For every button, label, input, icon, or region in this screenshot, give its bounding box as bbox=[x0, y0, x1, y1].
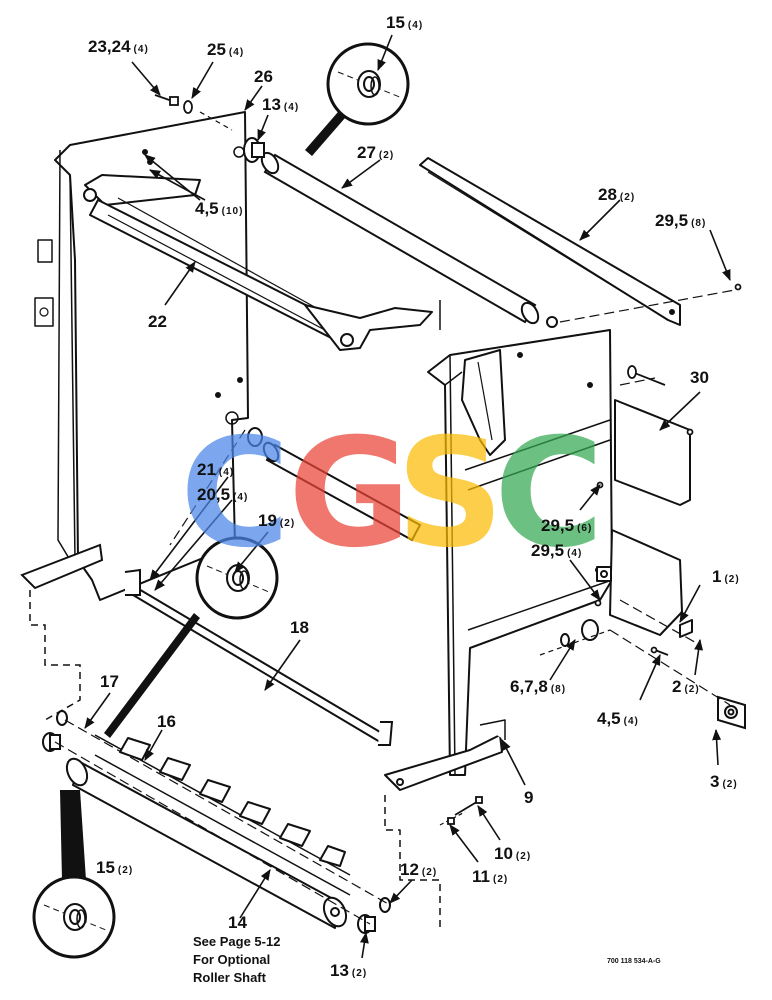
bearings-lower-left bbox=[42, 710, 68, 752]
callout-23-24: 23,24(4) bbox=[88, 37, 149, 56]
callout-10: 10(2) bbox=[494, 844, 531, 863]
callout-19: 19(2) bbox=[258, 511, 295, 530]
center-lines bbox=[54, 289, 736, 925]
bearing-13-top bbox=[243, 137, 265, 163]
top-fasteners bbox=[154, 94, 233, 131]
callout-16: 16 bbox=[157, 712, 176, 731]
detail-bearing-19 bbox=[104, 536, 279, 738]
callout-22: 22 bbox=[148, 312, 167, 331]
callout-2: 2(2) bbox=[672, 677, 700, 696]
right-side-frame bbox=[427, 300, 613, 776]
callout-4-5-top: 4,5(10) bbox=[195, 199, 243, 218]
hardware-1-2 bbox=[594, 283, 742, 656]
callout-27: 27(2) bbox=[357, 143, 394, 162]
callout-15-top: 15(4) bbox=[386, 13, 423, 32]
watermark-letter: C bbox=[494, 407, 604, 581]
watermark-letter: S bbox=[396, 407, 504, 581]
callout-29-5-top: 29,5(8) bbox=[655, 211, 706, 230]
note-line-2: For Optional bbox=[193, 952, 270, 967]
callout-26: 26 bbox=[254, 67, 273, 86]
callout-18: 18 bbox=[290, 618, 309, 637]
callout-13-low: 13(2) bbox=[330, 961, 367, 980]
callout-13-top: 13(4) bbox=[262, 95, 299, 114]
callout-28: 28(2) bbox=[598, 185, 635, 204]
callout-30: 30 bbox=[690, 368, 709, 387]
callout-29-5-mid: 29,5(6) bbox=[541, 516, 592, 535]
bearing-mount-6-7-8 bbox=[539, 619, 611, 656]
callout-11: 11(2) bbox=[472, 867, 508, 886]
detail-bearing-15-low bbox=[32, 790, 116, 959]
callout-14: 14 bbox=[228, 913, 247, 932]
lower-right-bracket bbox=[596, 529, 693, 638]
watermark-letter: C bbox=[180, 407, 290, 581]
callout-3: 3(2) bbox=[710, 772, 738, 791]
callout-labels: 23,24(4) 25(4) 26 13(4) 15(4) 27(2) 4,5(… bbox=[88, 13, 740, 980]
drawing-code: 700 118 534-A-G bbox=[607, 958, 661, 965]
bearings-lower-right bbox=[357, 897, 391, 934]
plate-9 bbox=[384, 719, 506, 930]
shaft-18 bbox=[124, 568, 394, 746]
middle-roller bbox=[247, 427, 422, 542]
callout-9: 9 bbox=[524, 788, 533, 807]
left-lower-extension bbox=[20, 543, 104, 721]
callout-15-low: 15(2) bbox=[96, 858, 133, 877]
callout-6-7-8: 6,7,8(8) bbox=[510, 677, 566, 696]
optional-roller-note: See Page 5-12 For Optional Roller Shaft bbox=[193, 934, 280, 985]
callout-17: 17 bbox=[100, 672, 119, 691]
callout-25: 25(4) bbox=[207, 40, 244, 59]
bolts-10-11 bbox=[439, 796, 483, 826]
callout-4-5-low: 4,5(4) bbox=[597, 709, 639, 728]
watermark-letter: G bbox=[288, 407, 411, 581]
cgsc-watermark: C G S C bbox=[180, 407, 604, 581]
bracket-30 bbox=[614, 399, 691, 506]
leader-lines bbox=[84, 34, 731, 959]
lower-roller-14 bbox=[65, 734, 351, 929]
callout-21: 21(4) bbox=[197, 460, 234, 479]
callout-12: 12(2) bbox=[400, 860, 437, 879]
top-cylinder-assembly bbox=[83, 174, 433, 351]
channel-28 bbox=[419, 157, 681, 326]
callout-29-5-low: 29,5(4) bbox=[531, 541, 582, 560]
note-line-3: Roller Shaft bbox=[193, 970, 267, 985]
detail-bearing-15-top bbox=[305, 42, 410, 156]
bearing-plate-3 bbox=[717, 695, 746, 730]
callout-20-5: 20,5(4) bbox=[197, 485, 248, 504]
note-line-1: See Page 5-12 bbox=[193, 934, 280, 949]
callout-1: 1(2) bbox=[712, 567, 740, 586]
